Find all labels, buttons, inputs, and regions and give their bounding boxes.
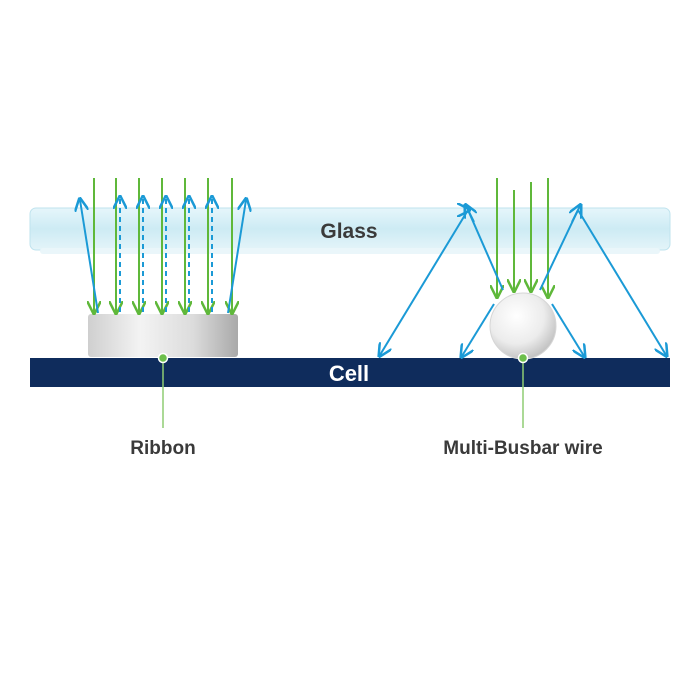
ribbon-label: Ribbon (130, 438, 195, 459)
wire-label: Multi-Busbar wire (443, 438, 602, 459)
reflected-ray (80, 200, 99, 314)
ribbon-callout: Ribbon (130, 352, 196, 459)
glass-label: Glass (320, 220, 377, 243)
reflected-ray (227, 200, 246, 314)
wire-callout: Multi-Busbar wire (443, 352, 603, 459)
glass-layer: Glass (29, 207, 671, 254)
ribbon-rays (80, 178, 246, 313)
multi-busbar-wire (489, 292, 557, 360)
cell-layer: Cell (30, 358, 670, 387)
ribbon-conductor (88, 314, 238, 357)
wire-rays (380, 178, 666, 356)
cell-label: Cell (329, 361, 369, 386)
